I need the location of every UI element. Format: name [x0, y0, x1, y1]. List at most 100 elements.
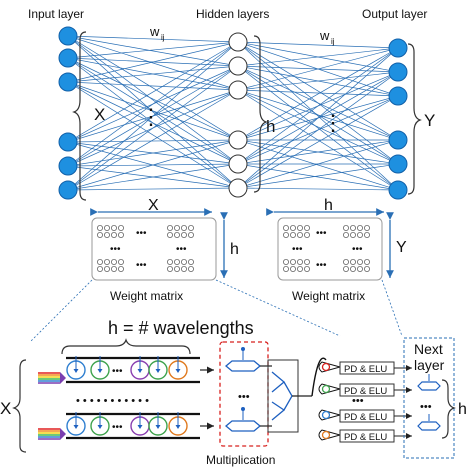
edge: [67, 35, 239, 189]
matrix-cell: [97, 231, 104, 238]
photonic-x-label: X: [0, 399, 11, 418]
matrix-ellipsis: •••: [110, 244, 121, 255]
heater-arrow: [175, 425, 181, 429]
combiner-branch: [271, 401, 286, 421]
h-brace: [253, 35, 268, 193]
svg-text:w: w: [319, 28, 330, 43]
edge: [67, 35, 239, 91]
edge: [237, 47, 399, 189]
next-layer-box: [403, 337, 455, 459]
heater-arrow: [73, 425, 79, 429]
left-width-label: X: [148, 197, 159, 214]
heater-arrow: [137, 369, 143, 373]
splitter-arm: [318, 383, 342, 395]
y-brace: [407, 43, 422, 195]
edge: [67, 89, 239, 191]
edge: [67, 35, 239, 165]
edge: [67, 41, 239, 83]
output-layer-label: Output layer: [362, 7, 427, 21]
next-layer-label-1: Next: [414, 341, 443, 357]
matrix-cell: [111, 258, 118, 265]
output-node: [388, 86, 408, 106]
matrix-cell: [342, 231, 349, 238]
weight-label-1: w ij: [149, 24, 165, 42]
matrix-cell: [356, 258, 363, 265]
matrix-cell: [303, 265, 310, 272]
right-matrix-box: [277, 217, 383, 281]
svg-text:ij: ij: [331, 37, 335, 46]
matrix-cell: [303, 224, 310, 231]
matrix-cell: [187, 258, 194, 265]
matrix-cell: [173, 258, 180, 265]
output-dots: ⋮: [322, 110, 344, 135]
edge: [237, 71, 399, 189]
row-dots: • • • • • • • • • • •: [76, 395, 149, 407]
hidden-node: [228, 130, 248, 150]
edge: [67, 81, 239, 141]
svg-text:ij: ij: [161, 33, 165, 42]
matrix-cell: [180, 224, 187, 231]
y-brace-label: Y: [424, 111, 435, 130]
edge: [67, 41, 239, 191]
matrix-cell: [296, 265, 303, 272]
matrix-cell: [289, 224, 296, 231]
rainbow-arrowhead: [60, 372, 66, 384]
input-dots: ⋮: [140, 104, 162, 129]
next-layer-dots: •••: [420, 401, 432, 413]
next-layer-h-brace: [441, 379, 456, 439]
right-matrix-caption: Weight matrix: [292, 289, 365, 303]
matrix-ellipsis: •••: [136, 228, 147, 239]
edge: [67, 35, 239, 67]
input-node: [58, 48, 78, 68]
matrix-cell: [303, 258, 310, 265]
multiplication-label: Multiplication: [206, 453, 275, 467]
hidden-layers-label: Hidden layers: [196, 7, 269, 21]
heater-arrow: [97, 425, 103, 429]
mzi-modulator: [224, 360, 262, 372]
combiner-branch: [283, 381, 293, 411]
input-node: [58, 26, 78, 46]
matrix-cell: [356, 231, 363, 238]
heater-arrow: [155, 369, 161, 373]
matrix-cell: [118, 258, 125, 265]
edge: [237, 65, 399, 141]
matrix-ellipsis: •••: [352, 244, 363, 255]
x-brace-label: X: [94, 105, 105, 124]
ring-dots: •••: [112, 366, 123, 377]
wavelength-filter: [321, 430, 331, 440]
matrix-ellipsis: •••: [136, 260, 147, 271]
output-node: [388, 154, 408, 174]
matrix-cell: [173, 224, 180, 231]
matrix-cell: [166, 258, 173, 265]
combiner-branch: [271, 371, 286, 393]
input-node: [58, 156, 78, 176]
matrix-cell: [104, 258, 111, 265]
edge: [237, 89, 399, 141]
next-layer-label-2: layer: [414, 357, 445, 373]
left-height-label: h: [230, 241, 239, 258]
mzi-contact: [241, 407, 245, 411]
matrix-cell: [104, 231, 111, 238]
wavelength-brace: [61, 338, 191, 355]
edge: [237, 89, 399, 165]
matrix-cell: [342, 258, 349, 265]
heater-arrow: [97, 369, 103, 373]
matrix-cell: [282, 258, 289, 265]
splitter-arm: [318, 361, 342, 373]
output-node: [388, 38, 408, 58]
matrix-cell: [296, 231, 303, 238]
matrix-cell: [97, 265, 104, 272]
edge: [67, 139, 239, 143]
matrix-cell: [180, 265, 187, 272]
rainbow-arrowhead: [60, 428, 66, 440]
hidden-node: [228, 178, 248, 198]
matrix-cell: [173, 231, 180, 238]
matrix-cell: [104, 265, 111, 272]
hidden-node: [228, 56, 248, 76]
next-layer-h-label: h: [458, 401, 467, 418]
matrix-cell: [289, 265, 296, 272]
matrix-cell: [289, 231, 296, 238]
matrix-cell: [111, 231, 118, 238]
pd-elu-label: PD & ELU: [344, 412, 387, 423]
matrix-cell: [303, 231, 310, 238]
